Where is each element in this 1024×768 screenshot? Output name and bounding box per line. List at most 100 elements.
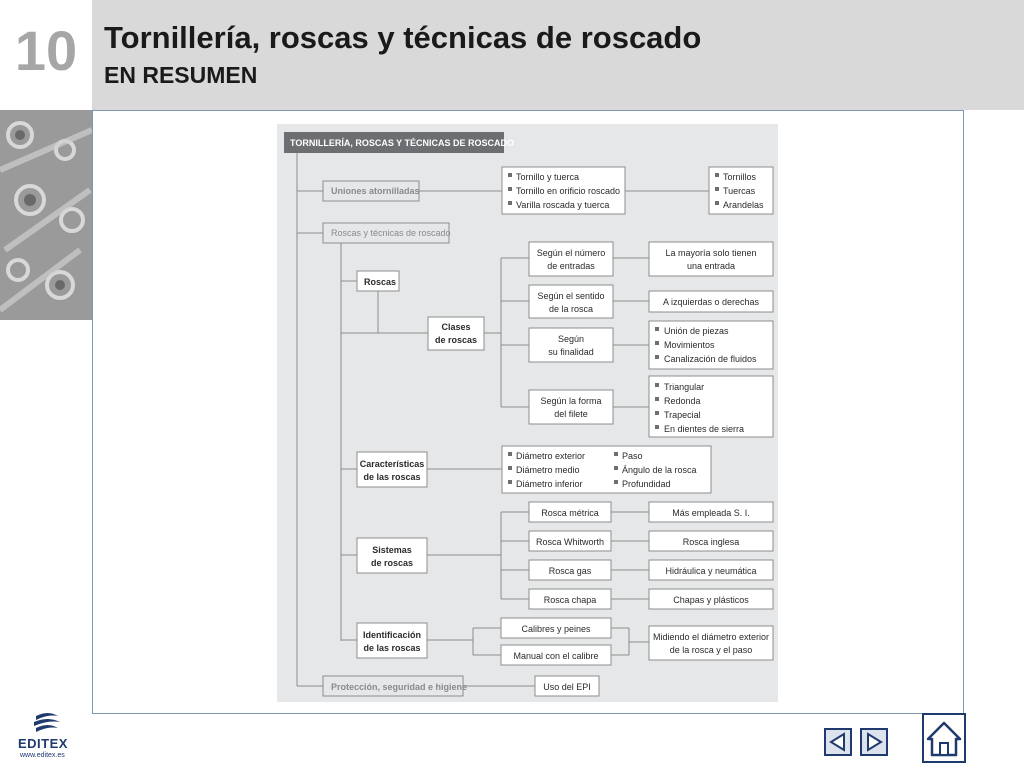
node-rosca-whitworth: [528, 530, 612, 552]
node-forma-items: [648, 375, 774, 438]
label-clases-2: de roscas: [435, 335, 477, 345]
node-sentido-res: [648, 290, 774, 313]
node-epi: [534, 675, 600, 697]
caract-col2-1: Paso: [622, 451, 643, 461]
label-segun-entradas-1: Según el número: [537, 248, 606, 258]
label-caracteristicas-2: de las roscas: [363, 472, 420, 482]
uniones-type-3: Varilla roscada y tuerca: [516, 200, 609, 210]
uniones-element-2: Tuercas: [723, 186, 756, 196]
node-roscas-tecnicas: [322, 222, 450, 244]
node-segun-forma: [528, 389, 614, 425]
ident-result-1: Midiendo el diámetro exterior: [653, 632, 769, 642]
caract-col2-3: Profundidad: [622, 479, 671, 489]
finalidad-item-1: Unión de piezas: [664, 326, 729, 336]
label-uniones: Uniones atornilladas: [331, 186, 420, 196]
content-frame: [92, 110, 964, 714]
node-identificacion: [356, 622, 428, 659]
node-caracteristicas: [356, 451, 428, 488]
diagram-title-bar: [284, 132, 504, 153]
label-segun-forma-1: Según la forma: [540, 396, 601, 406]
sistema-name-2: Rosca Whitworth: [536, 537, 604, 547]
ident-result-2: de la rosca y el paso: [670, 645, 753, 655]
node-uniones-elements: [708, 166, 774, 215]
forma-item-3: Trapecial: [664, 410, 701, 420]
connector-lines: [296, 153, 709, 687]
node-rosca-metrica: [528, 501, 612, 523]
next-button[interactable]: [860, 728, 888, 756]
logo-name: EDITEX: [18, 736, 68, 751]
label-sistemas-1: Sistemas: [372, 545, 412, 555]
label-entradas-res-1: La mayoría solo tienen: [665, 248, 756, 258]
node-calibres: [500, 617, 612, 639]
ident-method-1: Calibres y peines: [521, 624, 591, 634]
node-clases: [427, 316, 485, 351]
node-roscas: [356, 270, 400, 292]
label-segun-finalidad-2: su finalidad: [548, 347, 594, 357]
sistema-name-3: Rosca gas: [549, 566, 592, 576]
label-roscas-tecnicas: Roscas y técnicas de roscado: [331, 228, 451, 238]
header-bar: 10 Tornillería, roscas y técnicas de ros…: [0, 0, 1024, 110]
sistema-name-4: Rosca chapa: [544, 595, 597, 605]
prev-button[interactable]: [824, 728, 852, 756]
diagram-title: TORNILLERÍA, ROSCAS Y TÉCNICAS DE ROSCAD…: [290, 138, 514, 148]
node-caracteristicas-items: [501, 445, 712, 494]
label-identificacion-1: Identificación: [363, 630, 421, 640]
forma-item-2: Redonda: [664, 396, 701, 406]
label-proteccion: Protección, seguridad e higiene: [331, 682, 467, 692]
node-gas-desc: [648, 559, 774, 581]
home-icon: [926, 721, 962, 757]
forma-item-4: En dientes de sierra: [664, 424, 744, 434]
tools-photo: [0, 110, 92, 320]
node-uniones: [322, 180, 420, 202]
finalidad-item-3: Canalización de fluidos: [664, 354, 757, 364]
caract-col1-2: Diámetro medio: [516, 465, 580, 475]
page-subtitle: EN RESUMEN: [104, 62, 258, 88]
summary-diagram: TORNILLERÍA, ROSCAS Y TÉCNICAS DE ROSCAD…: [277, 124, 778, 702]
sistema-name-1: Rosca métrica: [541, 508, 599, 518]
node-whitworth-desc: [648, 530, 774, 552]
label-entradas-res-2: una entrada: [687, 261, 735, 271]
node-uniones-types: [501, 166, 626, 215]
node-sistemas: [356, 537, 428, 574]
node-segun-entradas: [528, 241, 614, 277]
label-clases-1: Clases: [441, 322, 470, 332]
editex-logo: [34, 713, 60, 732]
chapter-box: 10: [0, 0, 92, 110]
logo-url: www.editex.es: [20, 752, 65, 759]
page-title: Tornillería, roscas y técnicas de roscad…: [104, 20, 702, 55]
node-manual: [500, 644, 612, 666]
node-finalidad-items: [648, 320, 774, 370]
label-segun-forma-2: del filete: [554, 409, 588, 419]
label-roscas: Roscas: [364, 277, 396, 287]
label-caracteristicas-1: Características: [360, 459, 425, 469]
node-rosca-gas: [528, 559, 612, 581]
sistema-desc-1: Más empleada S. I.: [672, 508, 750, 518]
uniones-element-3: Arandelas: [723, 200, 764, 210]
uniones-type-2: Tornillo en orificio roscado: [516, 186, 620, 196]
finalidad-item-2: Movimientos: [664, 340, 715, 350]
node-chapa-desc: [648, 588, 774, 610]
caract-col1-1: Diámetro exterior: [516, 451, 585, 461]
node-identificacion-res: [648, 625, 774, 661]
sistema-desc-3: Hidráulica y neumática: [665, 566, 756, 576]
label-epi: Uso del EPI: [543, 682, 591, 692]
label-identificacion-2: de las roscas: [363, 643, 420, 653]
node-segun-finalidad: [528, 327, 614, 363]
label-segun-sentido-1: Según el sentido: [537, 291, 604, 301]
ident-method-2: Manual con el calibre: [513, 651, 598, 661]
node-proteccion: [322, 675, 464, 697]
label-sentido-res: A izquierdas o derechas: [663, 297, 760, 307]
node-rosca-chapa: [528, 588, 612, 610]
sistema-desc-2: Rosca inglesa: [683, 537, 740, 547]
caract-col1-3: Diámetro inferior: [516, 479, 583, 489]
home-button[interactable]: [922, 713, 966, 763]
sistema-desc-4: Chapas y plásticos: [673, 595, 749, 605]
node-entradas-res: [648, 241, 774, 277]
uniones-element-1: Tornillos: [723, 172, 757, 182]
chapter-number: 10: [14, 19, 78, 82]
label-segun-sentido-2: de la rosca: [549, 304, 593, 314]
arrow-right-icon: [867, 732, 883, 752]
node-segun-sentido: [528, 284, 614, 319]
uniones-type-1: Tornillo y tuerca: [516, 172, 579, 182]
arrow-left-icon: [829, 732, 845, 752]
